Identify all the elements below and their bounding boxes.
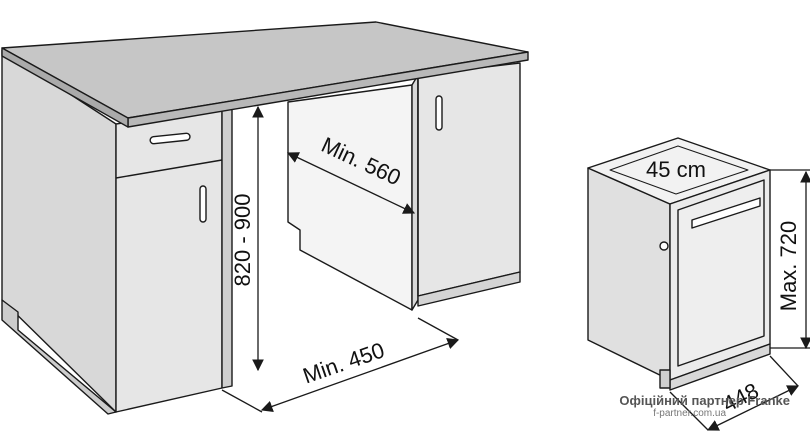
height-range-label: 820 - 900 bbox=[230, 194, 255, 287]
dishwasher-door-panel bbox=[677, 179, 765, 367]
depth-ext-left bbox=[669, 391, 709, 431]
left-door-handle bbox=[199, 185, 207, 223]
right-cabinet-base bbox=[417, 271, 521, 307]
left-cabinet-front bbox=[115, 107, 223, 413]
watermark-text: Офіційний партнер Franke bbox=[619, 393, 790, 408]
cabinet-dimensions bbox=[221, 105, 460, 413]
dishwasher-dimensions bbox=[669, 169, 810, 431]
top-width-label: 45 cm bbox=[646, 157, 706, 182]
width-ext-left bbox=[221, 389, 263, 413]
drawer-handle bbox=[149, 132, 191, 145]
right-door-handle bbox=[435, 95, 443, 131]
dishwasher-handle bbox=[691, 197, 761, 229]
right-cabinet-side bbox=[411, 74, 419, 311]
right-cabinet-front bbox=[417, 62, 521, 297]
dishwasher-top-recess bbox=[609, 145, 749, 195]
kitchen-cabinet bbox=[1, 21, 529, 415]
drawer-divider bbox=[115, 159, 223, 179]
dishwasher-lock-knob bbox=[659, 241, 669, 251]
width-arrow bbox=[260, 338, 460, 412]
max-height-label: Max. 720 bbox=[776, 221, 801, 312]
depth-arrow bbox=[286, 152, 416, 214]
dishwasher-foot bbox=[659, 369, 671, 389]
watermark-url: f-partner.com.ua bbox=[653, 408, 726, 419]
dishwasher bbox=[587, 137, 771, 391]
depth-448-arrow bbox=[706, 385, 800, 431]
width-ext-right bbox=[417, 317, 459, 341]
dishwasher-side bbox=[587, 167, 671, 381]
niche-back-wall bbox=[287, 84, 413, 311]
countertop-left-edge bbox=[1, 47, 129, 128]
depth-ext-right bbox=[769, 355, 799, 387]
